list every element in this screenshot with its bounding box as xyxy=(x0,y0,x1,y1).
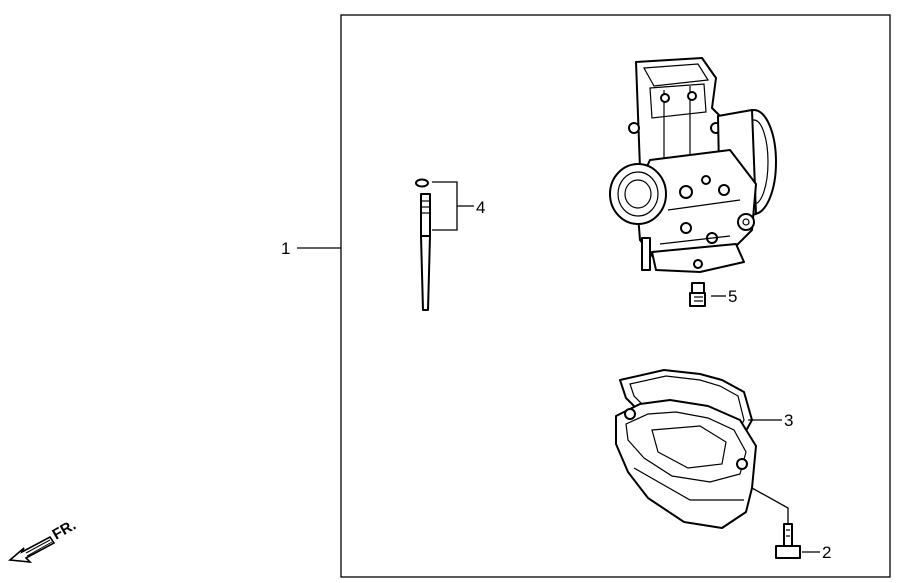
callout-1-label: 1 xyxy=(281,239,290,258)
callout-4-label: 4 xyxy=(476,198,485,217)
jet-needle-set xyxy=(415,178,431,311)
front-direction-label: FR. xyxy=(50,517,79,544)
float-chamber xyxy=(615,399,757,529)
callout-2-label: 2 xyxy=(822,543,831,562)
front-arrow-icon xyxy=(8,535,56,564)
carburetor-body xyxy=(609,57,777,273)
callout-5-label: 5 xyxy=(728,287,737,306)
callout-2-guide xyxy=(751,487,789,524)
main-jet xyxy=(689,282,706,307)
callout-4-bracket xyxy=(432,181,458,231)
chamber-bolt xyxy=(775,523,801,559)
kit-border-box xyxy=(340,14,891,578)
callout-3-label: 3 xyxy=(784,411,793,430)
